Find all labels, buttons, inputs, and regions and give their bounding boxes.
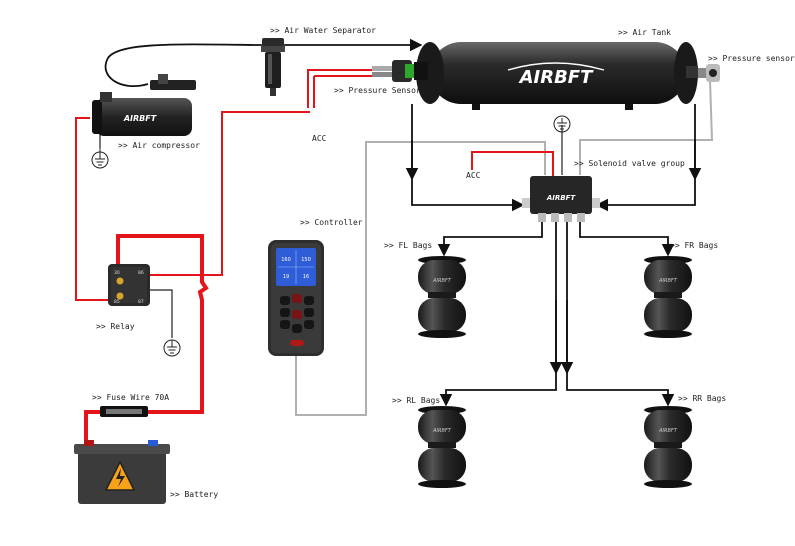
relay-pin-30: 30 — [114, 270, 120, 276]
ground-icon — [553, 115, 571, 133]
label-acc-top: ACC — [312, 134, 327, 143]
label-rr-bags: >> RR Bags — [678, 394, 727, 403]
svg-text:AIRBFT: AIRBFT — [432, 428, 452, 434]
power-wires — [75, 69, 554, 301]
solenoid-valve-group: AIRBFT — [522, 176, 600, 222]
air-bag-fr: AIRBFT — [644, 256, 692, 338]
air-water-separator — [261, 38, 285, 96]
label-battery: >> Battery — [170, 490, 219, 499]
air-compressor: AIRBFT — [92, 74, 196, 136]
label-air-water-separator: >> Air Water Separator — [270, 26, 376, 35]
ground-icon — [91, 148, 109, 169]
label-air-compressor: >> Air compressor — [118, 141, 200, 150]
label-fl-bags: >> FL Bags — [384, 241, 433, 250]
signal-wires — [295, 79, 714, 416]
label-fr-bags: >> FR Bags — [670, 241, 719, 250]
relay-pin-87: 87 — [138, 299, 144, 305]
label-pressure-sensor-tank: >> Pressure sensor — [708, 54, 795, 63]
air-bag-fl: AIRBFT — [418, 256, 466, 338]
valve-brand-logo: AIRBFT — [546, 194, 577, 202]
controller: 160 150 19 16 — [268, 240, 324, 356]
label-controller: >> Controller — [300, 218, 363, 227]
label-relay: >> Relay — [96, 322, 135, 331]
controller-buttons[interactable] — [280, 294, 314, 346]
svg-text:AIRBFT: AIRBFT — [658, 278, 678, 284]
air-bag-rr: AIRBFT — [644, 406, 692, 488]
relay: 30 86 85 87 — [108, 264, 150, 306]
tank-brand-logo: AIRBFT — [518, 67, 595, 88]
battery-power-cable — [84, 234, 209, 448]
label-solenoid-valve-group: >> Solenoid valve group — [574, 159, 685, 168]
fuse-wire — [100, 406, 148, 417]
tank-pressure-sensor — [698, 64, 720, 82]
label-rl-bags: >> RL Bags — [392, 396, 441, 405]
battery — [74, 440, 170, 504]
label-acc-solenoid: ACC — [466, 171, 481, 180]
ground-wires — [99, 125, 563, 338]
relay-pin-86: 86 — [138, 270, 144, 276]
label-fuse-wire: >> Fuse Wire 70A — [92, 393, 170, 402]
compressor-brand-logo: AIRBFT — [123, 114, 157, 123]
screen-fr-value: 150 — [301, 257, 311, 263]
air-bag-rl: AIRBFT — [418, 406, 466, 488]
label-pressure-sensor-line: >> Pressure Sensor — [334, 86, 421, 95]
label-air-tank: >> Air Tank — [618, 28, 671, 37]
screen-rl-value: 19 — [283, 274, 289, 280]
tank-fitting-left — [372, 60, 428, 82]
svg-text:AIRBFT: AIRBFT — [658, 428, 678, 434]
ground-icon — [163, 339, 181, 357]
air-lines — [104, 38, 702, 407]
svg-text:AIRBFT: AIRBFT — [432, 278, 452, 284]
screen-fl-value: 160 — [281, 257, 291, 263]
air-tank: AIRBFT — [416, 42, 698, 110]
relay-pin-85: 85 — [114, 299, 120, 305]
screen-rr-value: 16 — [303, 274, 309, 280]
